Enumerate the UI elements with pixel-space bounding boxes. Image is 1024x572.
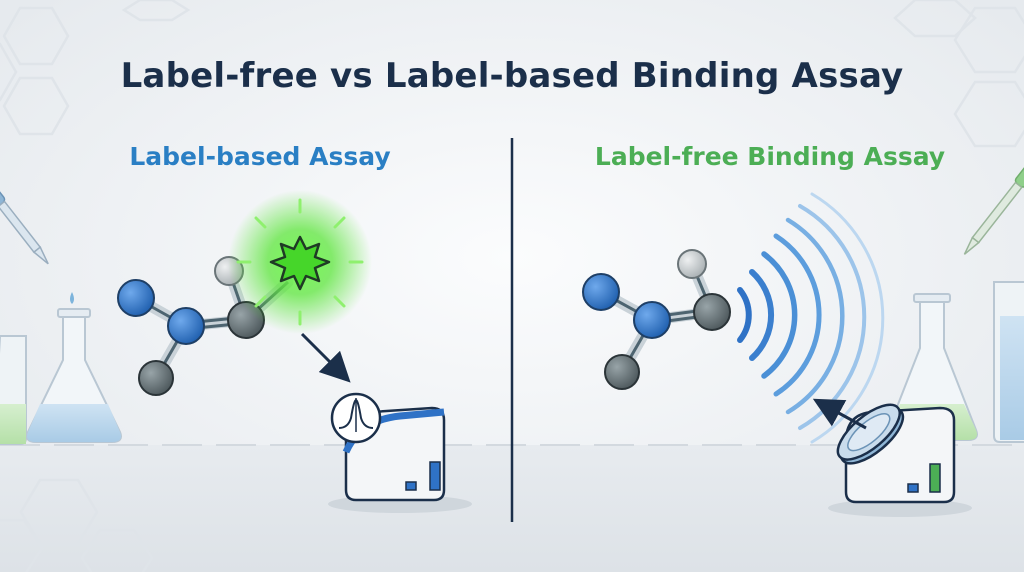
detector-icon [328,392,472,513]
flask-icon [26,308,122,443]
beaker-icon [0,335,27,445]
pipette-icon-right [963,161,1024,255]
hexagon-pattern-left [0,0,191,572]
label-free-heading: Label-free Binding Assay [594,142,946,171]
label-based-heading: Label-based Assay [129,142,391,171]
signal-arrow-left [300,332,351,383]
hexagon-pattern-right [893,0,1024,148]
pipette-icon [0,180,74,304]
page-title: Label-free vs Label-based Binding Assay [120,56,904,96]
fluorescent-label-icon [228,190,372,334]
detector-icon-right [828,403,972,517]
molecule-icon-right [582,249,731,390]
signal-wave-icon [737,192,885,444]
beaker-icon-right [993,281,1024,443]
signal-arrow-right [812,398,867,430]
